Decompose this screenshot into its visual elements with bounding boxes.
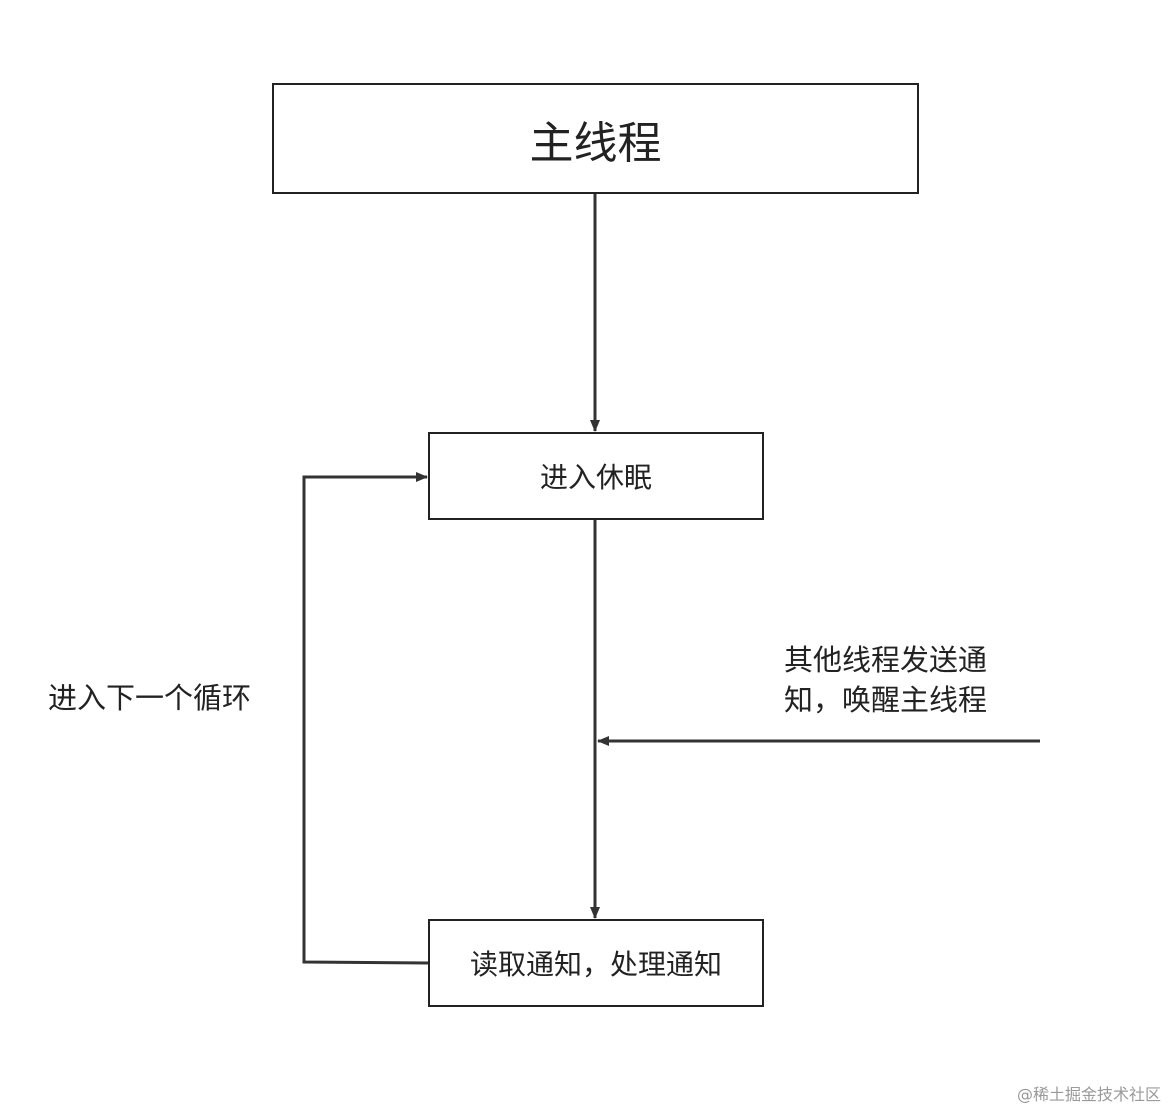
label-notify: 其他线程发送通 知，唤醒主线程 — [784, 640, 987, 720]
label-notify-line-2: 知，唤醒主线程 — [784, 683, 988, 717]
node-main-thread: 主线程 — [272, 83, 919, 194]
arrow-loop-back — [302, 472, 429, 965]
node-process-notification: 读取通知，处理通知 — [428, 919, 764, 1007]
node-enter-sleep: 进入休眠 — [428, 432, 764, 520]
watermark: @稀土掘金技术社区 — [1016, 1085, 1161, 1104]
label-notify-line-1: 其他线程发送通 — [784, 643, 988, 677]
label-next-loop: 进入下一个循环 — [48, 681, 252, 715]
